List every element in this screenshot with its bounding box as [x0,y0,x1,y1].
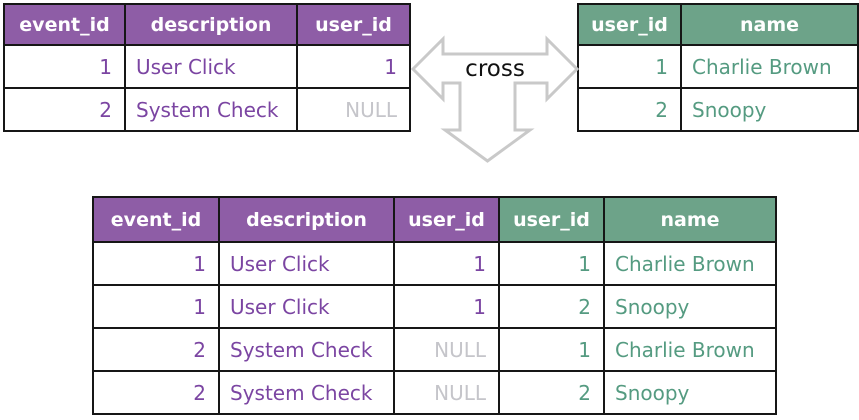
table-cell: 1 [92,241,220,286]
column-header-event_id: event_id [92,196,220,243]
table-cell: 1 [92,284,220,329]
table-cell: Charlie Brown [680,44,859,89]
three-way-arrow-icon [405,33,585,173]
table-cell: Charlie Brown [603,327,777,372]
table-cell: User Click [218,241,395,286]
table-cell: 1 [296,44,411,89]
table-cell: 1 [3,44,126,89]
table-cell: 1 [393,284,500,329]
table-cell: Snoopy [603,370,777,415]
table-cell: 1 [498,241,605,286]
table-cell: 2 [92,327,220,372]
null-cell: NULL [393,370,500,415]
column-header-name: name [603,196,777,243]
table-cell: Charlie Brown [603,241,777,286]
table-cell: 1 [498,327,605,372]
table-cell: 1 [577,44,682,89]
null-cell: NULL [296,87,411,132]
table-cell: 2 [3,87,126,132]
table-cell: 1 [393,241,500,286]
column-header-name: name [680,3,859,46]
table-cell: 2 [92,370,220,415]
column-header-user_id: user_id [296,3,411,46]
column-header-user_id: user_id [577,3,682,46]
join-type-label: cross [465,56,525,82]
table-cell: System Check [218,370,395,415]
table-cell: System Check [124,87,298,132]
column-header-description: description [218,196,395,243]
table-cell: User Click [218,284,395,329]
table-cell: Snoopy [680,87,859,132]
table-cell: System Check [218,327,395,372]
column-header-event_id: event_id [3,3,126,46]
table-cell: 2 [498,370,605,415]
column-header-user_id: user_id [498,196,605,243]
table-cell: Snoopy [603,284,777,329]
column-header-user_id: user_id [393,196,500,243]
null-cell: NULL [393,327,500,372]
table-cell: User Click [124,44,298,89]
column-header-description: description [124,3,298,46]
table-cell: 2 [577,87,682,132]
table-cell: 2 [498,284,605,329]
